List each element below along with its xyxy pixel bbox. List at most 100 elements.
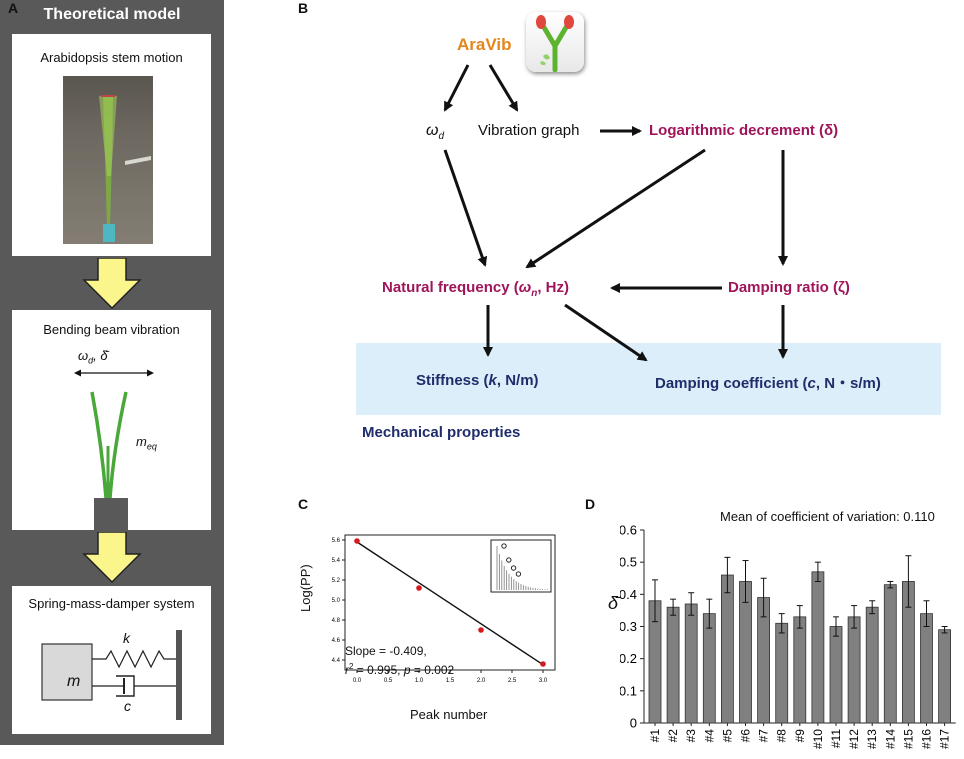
stem-motion-caption: Arabidopsis stem motion (40, 50, 183, 65)
chart-d-bar (775, 622, 789, 724)
mass-label: m (67, 673, 81, 690)
chart-d-ytick-label: 0.1 (620, 683, 637, 698)
chart-d-bar (865, 606, 879, 724)
chart-c-ytick-label: 4.6 (332, 638, 341, 644)
chart-d-bar (847, 616, 861, 724)
chart-c-ytick-label: 5.4 (332, 558, 341, 564)
omega-d-delta-label: ωd, δ̄ (78, 348, 108, 366)
chart-d-bar (883, 584, 897, 724)
r2-p-text: r2 = 0.995, p = 0.002 (345, 662, 455, 677)
aravib-label: AraVib (457, 35, 512, 54)
chart-d-ytick-label: 0.2 (620, 651, 637, 666)
chart-d-bar (829, 626, 843, 724)
log-pp-chart: 0.0 0.5 1.0 1.5 2.0 2.5 3.0 4.4 4.6 4.8 5.0 5.2 5.4 5… (332, 534, 556, 684)
chart-d-category-label: #1 (648, 729, 662, 743)
panel-label-d: D (585, 496, 596, 512)
beam-base (94, 498, 128, 530)
chart-d-category-label: #3 (684, 729, 698, 743)
spring-mass-damper-diagram (41, 630, 182, 720)
chart-d-ytick-label: 0.3 (620, 619, 637, 634)
stem-motion-box: Arabidopsis stem motion (12, 34, 211, 256)
chart-c-xtick-label: 0.0 (353, 678, 362, 684)
chart-c-xtick-label: 3.0 (539, 678, 548, 684)
chart-d-bar (684, 603, 698, 724)
chart-c-point (354, 538, 360, 544)
chart-c-ytick-label: 5.0 (332, 598, 341, 604)
logarithmic-decrement-node: Logarithmic decrement (δ) (649, 122, 839, 139)
regression-stats: Slope = -0.409, r2 = 0.995, p = 0.002 (345, 643, 454, 678)
mechanical-properties-box (356, 343, 941, 415)
chart-c-point (416, 585, 422, 591)
chart-d-category-label: #17 (938, 729, 952, 749)
vibration-double-arrow (74, 369, 154, 377)
chart-c-xtick-label: 1.0 (415, 678, 424, 684)
spring-k-label: k (123, 630, 130, 646)
chart-d-category-label: #15 (901, 729, 915, 749)
chart-c-ytick-label: 4.8 (332, 618, 341, 624)
chart-c-xtick-label: 2.0 (477, 678, 486, 684)
chart-c-xlabel: Peak number (410, 707, 488, 722)
chart-d-ytick-label: 0.5 (620, 555, 637, 570)
panel-a-title: Theoretical model (43, 6, 181, 23)
chart-c-fit-line (356, 541, 544, 666)
chart-c-xtick-label: 0.5 (384, 678, 393, 684)
chart-d-annotation: Mean of coefficient of variation: 0.110 (720, 509, 935, 524)
chart-c-ytick-label: 5.6 (332, 538, 341, 544)
delta-bar-chart: 00.10.20.30.40.50.6#1#2#3#4#5#6#7#8#9#10… (620, 523, 956, 749)
chart-c-xtick-label: 2.5 (508, 678, 517, 684)
stiffness-node: Stiffness (k, N/m) (416, 372, 539, 389)
panel-label-b: B (298, 0, 309, 16)
slope-text: Slope = -0.409, (345, 644, 427, 658)
flow-arrows (443, 64, 788, 362)
mechanical-properties-label: Mechanical properties (362, 424, 521, 441)
chart-c-point (478, 627, 484, 633)
natural-frequency-node: Natural frequency (ωn, Hz) (382, 279, 570, 299)
chart-d-category-label: #7 (757, 729, 771, 743)
panel-label-c: C (298, 496, 309, 512)
down-arrow-1 (82, 258, 142, 310)
panel-label-a: A (8, 0, 19, 16)
chart-d-category-label: #11 (829, 729, 843, 748)
theoretical-model-panel: Theoretical model Arabidopsis stem motio… (0, 0, 224, 745)
damping-coefficient-node: Damping coefficient (c, N・s/m) (655, 375, 881, 392)
chart-c-inset-marker (510, 565, 517, 571)
bending-beam-box: Bending beam vibration ωd, δ̄ meq (12, 310, 211, 530)
meq-label: meq (136, 434, 157, 452)
chart-c-ylabel: Log(PP) (298, 564, 313, 612)
chart-d-bar (721, 574, 734, 724)
stem-photo (63, 76, 153, 244)
chart-d-bar (666, 606, 680, 724)
chart-d-category-label: #9 (793, 729, 807, 743)
chart-c-ytick-label: 4.4 (332, 658, 341, 664)
chart-d-category-label: #8 (775, 729, 789, 743)
chart-d-bar (702, 613, 716, 724)
chart-d-category-label: #10 (811, 729, 825, 749)
chart-d-ytick-label: 0.6 (620, 523, 637, 538)
damper-c-label: c (124, 698, 131, 714)
chart-d-bar (811, 571, 825, 724)
chart-d-category-label: #13 (865, 729, 879, 749)
chart-d-category-label: #6 (739, 729, 753, 743)
chart-d-bar (920, 613, 933, 724)
chart-d-category-label: #5 (720, 729, 734, 743)
chart-c-ytick-label: 5.2 (332, 578, 341, 584)
chart-d-category-label: #12 (847, 729, 861, 749)
bending-beam-caption: Bending beam vibration (43, 322, 180, 337)
omega-d-node: ωd (426, 122, 445, 143)
chart-d-bar (938, 629, 952, 724)
vibration-graph-node: Vibration graph (478, 122, 580, 139)
spring-mass-damper-box: Spring-mass-damper system m k c (12, 586, 211, 734)
chart-c-xtick-label: 1.5 (446, 678, 455, 684)
chart-d-category-label: #14 (883, 729, 897, 749)
chart-d-category-label: #16 (920, 729, 934, 749)
chart-c-ylabel-wrap: Log(PP) (298, 564, 313, 612)
chart-c-point (540, 661, 546, 667)
down-arrow-2 (82, 532, 142, 584)
bending-beam-drawing (90, 391, 128, 498)
chart-d-ylabel: δ̄ (608, 593, 619, 613)
spring-mass-damper-caption: Spring-mass-damper system (28, 596, 195, 611)
damping-ratio-node: Damping ratio (ζ) (728, 279, 850, 296)
aravib-logo-icon (526, 12, 584, 73)
chart-c-inset-marker (501, 543, 507, 549)
chart-d-category-label: #4 (702, 729, 716, 743)
